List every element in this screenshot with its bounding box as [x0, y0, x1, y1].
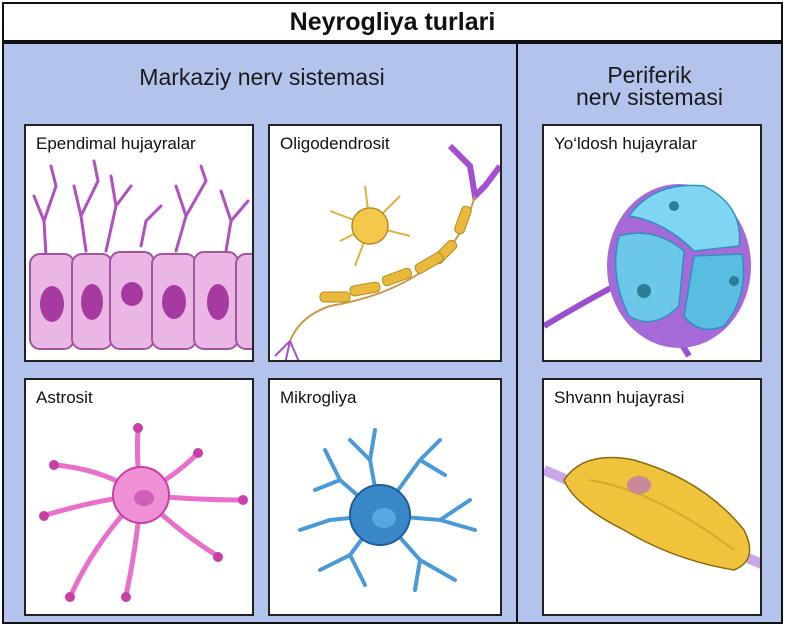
central-nervous-system-panel: Markaziy nerv sistemasi Ependimal hujayr…: [2, 42, 518, 624]
ependymal-cells-icon: [26, 126, 254, 362]
central-section-title: Markaziy nerv sistemasi: [4, 66, 520, 88]
peripheral-section-title-line2: nerv sistemasi: [518, 86, 781, 108]
peripheral-nervous-system-panel: Periferik nerv sistemasi Yo‘ldosh hujayr…: [516, 42, 783, 624]
oligodendrocyte-icon: [270, 126, 502, 362]
card-label: Ependimal hujayralar: [36, 134, 196, 154]
card-satellite-cells: Yo‘ldosh hujayralar: [542, 124, 762, 362]
peripheral-section-title-line1: Periferik: [518, 64, 781, 86]
microglia-icon: [270, 380, 502, 616]
astrocyte-icon: [26, 380, 254, 616]
card-label: Yo‘ldosh hujayralar: [554, 134, 697, 154]
card-label: Oligodendrosit: [280, 134, 390, 154]
satellite-cells-icon: [544, 126, 762, 362]
card-oligodendrocyte: Oligodendrosit: [268, 124, 502, 362]
card-astrocyte: Astrosit: [24, 378, 254, 616]
card-ependymal-cells: Ependimal hujayralar: [24, 124, 254, 362]
card-label: Shvann hujayrasi: [554, 388, 684, 408]
card-schwann-cell: Shvann hujayrasi: [542, 378, 762, 616]
card-label: Mikrogliya: [280, 388, 357, 408]
schwann-cell-icon: [544, 380, 762, 616]
card-microglia: Mikrogliya: [268, 378, 502, 616]
card-label: Astrosit: [36, 388, 93, 408]
diagram-title: Neyrogliya turlari: [2, 2, 783, 42]
